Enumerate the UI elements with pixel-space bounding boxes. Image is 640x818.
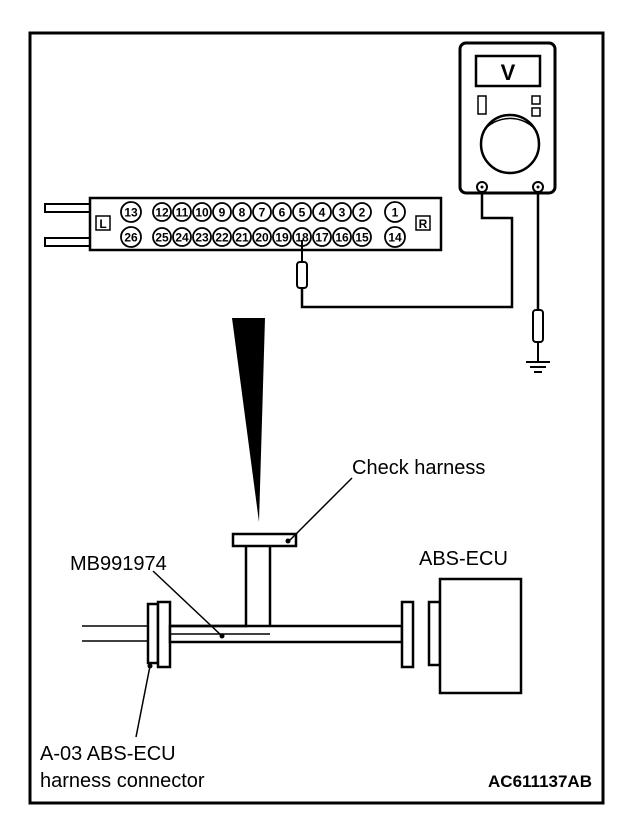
probe-wiring <box>296 192 550 373</box>
connector-pin-label: 6 <box>279 206 286 220</box>
connector-pin <box>172 202 192 222</box>
figure-code: AC611137AB <box>488 772 592 791</box>
check-harness-branch <box>170 545 248 628</box>
left-marker-box <box>95 215 111 231</box>
connector-pin <box>272 202 292 222</box>
connector-pin-label: 7 <box>259 206 266 220</box>
connector-pin <box>272 227 292 247</box>
right-marker-box <box>415 215 431 231</box>
voltmeter-unit-label: V <box>501 60 516 85</box>
connector-pin <box>192 202 212 222</box>
meter-jack-v-center <box>536 185 540 189</box>
a03-connector-label-line2: harness connector <box>40 770 205 792</box>
connector-pin <box>212 202 232 222</box>
check-harness-connector <box>231 532 298 548</box>
connector-pin-label: 22 <box>215 231 229 245</box>
connector-latch <box>44 203 96 213</box>
meter-range-arc <box>483 117 537 131</box>
connector-pin-label: 5 <box>299 206 306 220</box>
check-harness-label: Check harness <box>352 457 485 479</box>
connector-pin <box>152 202 172 222</box>
connector-pin <box>384 226 406 248</box>
connector-pin <box>172 227 192 247</box>
leader-dot <box>219 633 225 639</box>
connector-pin <box>152 227 172 247</box>
meter-selector-dial <box>479 113 541 175</box>
a03-connector <box>146 602 160 665</box>
connector-pin-label: 3 <box>339 206 346 220</box>
meter-button <box>531 107 541 117</box>
connector-pin-label: 8 <box>239 206 246 220</box>
abs-ecu-socket <box>427 600 442 667</box>
connector-pin-label: 26 <box>124 231 138 245</box>
connector-pin-label: 25 <box>155 231 169 245</box>
abs-ecu-unit <box>438 577 523 695</box>
connector-pin <box>212 227 232 247</box>
connector-pin-label: 1 <box>392 206 399 220</box>
probe-handle <box>296 261 308 289</box>
connector-pin-label: 23 <box>195 231 209 245</box>
connector-latch <box>44 237 96 247</box>
ground-probe <box>532 309 544 343</box>
connector-pin <box>292 202 312 222</box>
pointer-wedge <box>232 318 265 522</box>
connector-pin-label: 12 <box>155 206 169 220</box>
positive-test-lead <box>300 192 514 309</box>
connector-pin-row-bottom: 26 25 24 23 22 21 20 19 18 17 16 15 14 <box>120 226 406 248</box>
mb991974-label: MB991974 <box>70 553 167 575</box>
connector-pin <box>312 202 332 222</box>
ecu-side-connector <box>400 600 415 669</box>
leader-a03-connector <box>135 665 151 738</box>
connector-pin <box>352 227 372 247</box>
connector-pin-label: 14 <box>388 231 402 245</box>
connector-pin <box>120 226 142 248</box>
connector-pin <box>252 202 272 222</box>
connector-pin-label: 9 <box>219 206 226 220</box>
connector-pin-label: 13 <box>124 206 138 220</box>
connector-pin-label: 21 <box>235 231 249 245</box>
connector-pin-label: 17 <box>315 231 329 245</box>
voltmeter: V <box>458 41 557 195</box>
connector-pin <box>352 202 372 222</box>
connector-pin <box>192 227 212 247</box>
connector-pin <box>332 202 352 222</box>
leader-dot <box>147 663 153 669</box>
a03-connector-label-line1: A-03 ABS-ECU <box>40 743 176 765</box>
connector-pin-label: 24 <box>175 231 189 245</box>
connector-pin <box>232 227 252 247</box>
leader-dot <box>285 538 291 544</box>
connector-pin-label: 19 <box>275 231 289 245</box>
leader-mb991974 <box>152 570 223 637</box>
connector-pin <box>312 227 332 247</box>
connector-pin <box>252 227 272 247</box>
connector-pin-label: 15 <box>355 231 369 245</box>
harness-assembly <box>82 532 523 695</box>
connector-pin <box>120 201 142 223</box>
meter-button <box>531 95 541 105</box>
connector-pin-label: 20 <box>255 231 269 245</box>
left-marker: L <box>99 217 106 231</box>
voltmeter-display <box>474 54 542 88</box>
connector-pin-label: 4 <box>319 206 326 220</box>
connector-pin-label: 2 <box>359 206 366 220</box>
a03-connector-flange <box>156 600 172 669</box>
leader-check-harness <box>287 477 353 543</box>
connector-pin <box>384 201 406 223</box>
connector-pin <box>332 227 352 247</box>
meter-jack-com-center <box>480 185 484 189</box>
connector-pin-label: 11 <box>176 206 189 220</box>
figure-frame <box>28 31 605 805</box>
ground-symbol-icon <box>526 361 550 373</box>
connector-pin-label: 10 <box>195 206 209 220</box>
abs-ecu-label: ABS-ECU <box>419 548 508 570</box>
meter-button <box>477 95 487 115</box>
connector-pin-label: 18 <box>295 231 309 245</box>
connector-pin-label: 16 <box>335 231 349 245</box>
connector-pin <box>232 202 252 222</box>
right-marker: R <box>419 217 428 231</box>
